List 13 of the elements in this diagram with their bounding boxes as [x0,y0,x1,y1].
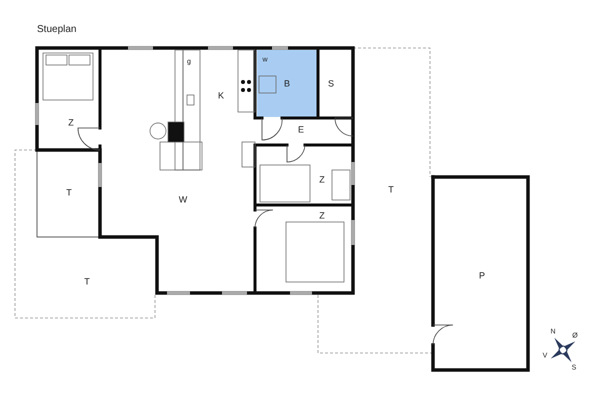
room-label: T [388,186,394,194]
room-label: T [66,188,72,198]
room-label: Z [319,212,325,220]
room-label: Z [68,118,74,128]
room-label: W [178,196,188,204]
room-label: S [328,80,334,88]
room-label: K [218,92,224,100]
room-label: P [479,272,485,280]
plan-title: Stueplan [37,24,76,35]
room-label: Z [319,176,325,184]
room-label: E [298,126,304,134]
room-label: T [84,278,90,286]
room-label: B [284,80,290,88]
